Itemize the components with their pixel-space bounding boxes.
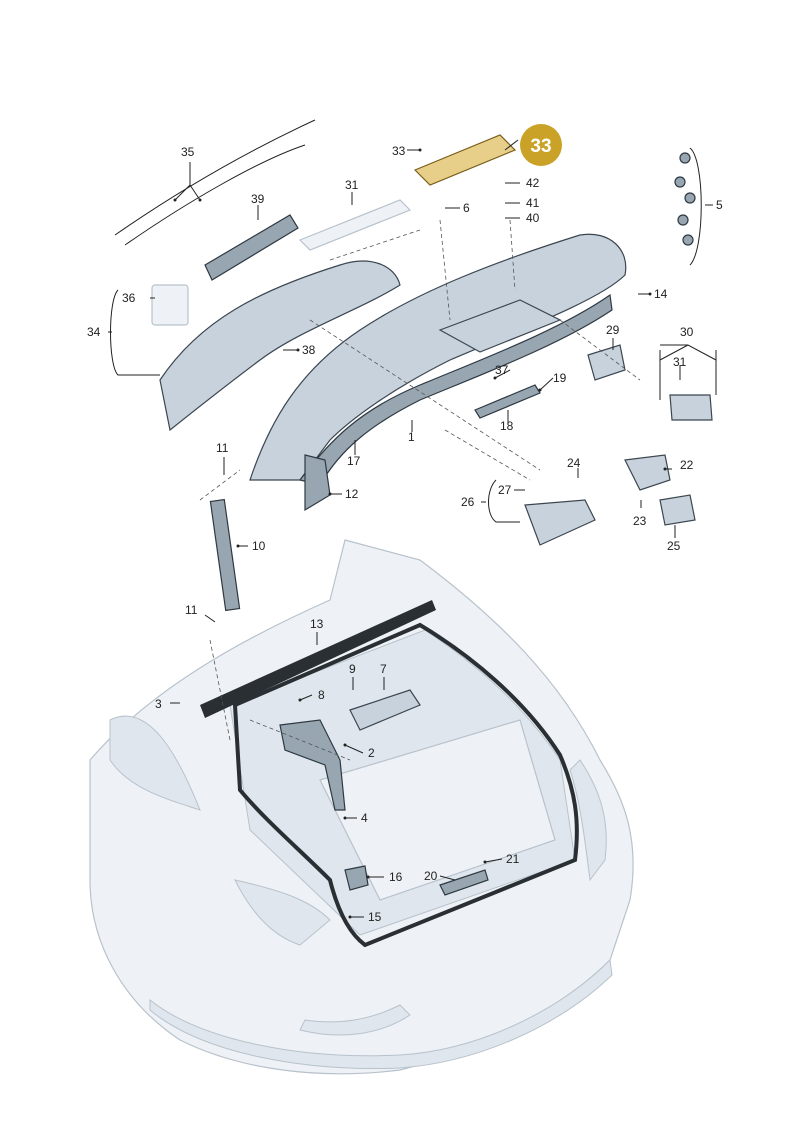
callout-5: 5: [716, 198, 723, 212]
highlight-badge-33[interactable]: 33: [520, 124, 562, 166]
callout-19: 19: [553, 371, 567, 385]
callout-13: 13: [310, 617, 324, 631]
callout-22: 22: [680, 458, 694, 472]
callout-1: 1: [408, 430, 415, 444]
callout-14: 14: [654, 287, 668, 301]
spoiler-strip: [204, 214, 299, 281]
callout-7: 7: [380, 662, 387, 676]
callout-8: 8: [318, 688, 325, 702]
screw-set-5: [674, 152, 696, 246]
callout-2: 2: [368, 746, 375, 760]
lock-assembly: [624, 454, 671, 491]
hinge-2: [279, 719, 346, 811]
latch-16: [344, 865, 369, 891]
callout-34: 33: [392, 144, 406, 158]
callout-41: 40: [526, 211, 540, 225]
switch-29: [587, 344, 626, 381]
callout-10: 10: [252, 539, 266, 553]
leader-lines: [108, 139, 717, 918]
bracket-18: [474, 384, 541, 419]
callout-35: 34: [87, 325, 101, 339]
callout-3: 3: [155, 697, 162, 711]
callout-4: 4: [361, 811, 368, 825]
callout-11-lower: 11: [185, 603, 198, 617]
callout-18: 18: [500, 419, 514, 433]
callout-32: 31: [345, 178, 359, 192]
callout-26: 26: [461, 495, 475, 509]
callout-20: 20: [424, 869, 438, 883]
callout-38: 37: [495, 363, 509, 377]
callout-labels: 35 39 31 33 42 41 40 6 5 14 36 34 38 37 …: [87, 144, 723, 924]
callout-11-upper: 11: [216, 441, 229, 455]
callout-9: 9: [349, 662, 356, 676]
gas-strut: [209, 498, 241, 612]
callout-6: 6: [463, 201, 470, 215]
callout-12: 12: [345, 487, 359, 501]
lock-motor: [524, 499, 596, 546]
callout-17: 17: [347, 454, 361, 468]
car-body: [89, 539, 634, 1075]
callout-43: 42: [526, 176, 540, 190]
callout-30: 30: [680, 325, 694, 339]
trim-strip-upper: [114, 119, 316, 236]
callout-21: 21: [506, 852, 520, 866]
callout-27: 27: [498, 483, 512, 497]
camera-30: [669, 394, 713, 421]
callout-31: 31: [673, 355, 687, 369]
callout-33: 33: [530, 136, 551, 157]
trim-strip-lower: [124, 144, 306, 246]
callout-36: 35: [181, 145, 195, 159]
callout-25: 25: [667, 539, 681, 553]
callout-40: 39: [251, 192, 265, 206]
callout-15: 15: [368, 910, 382, 924]
callout-42: 41: [526, 196, 540, 210]
drive-unit-7: [349, 689, 421, 731]
inner-trim-panel: [159, 260, 401, 432]
callout-29: 29: [606, 323, 620, 337]
label-sticker: [298, 199, 412, 251]
callout-16: 16: [389, 870, 403, 884]
parts-bag: [151, 284, 189, 326]
cover-plate-33: [413, 134, 517, 186]
striker-20: [439, 869, 489, 896]
callout-39: 38: [302, 343, 316, 357]
tailgate-panel: [249, 233, 627, 486]
handle-25: [659, 494, 696, 526]
callout-24: 24: [567, 456, 581, 470]
callout-23: 23: [633, 514, 647, 528]
leader-arrow-tips: [173, 148, 667, 919]
callout-37: 36: [122, 291, 136, 305]
